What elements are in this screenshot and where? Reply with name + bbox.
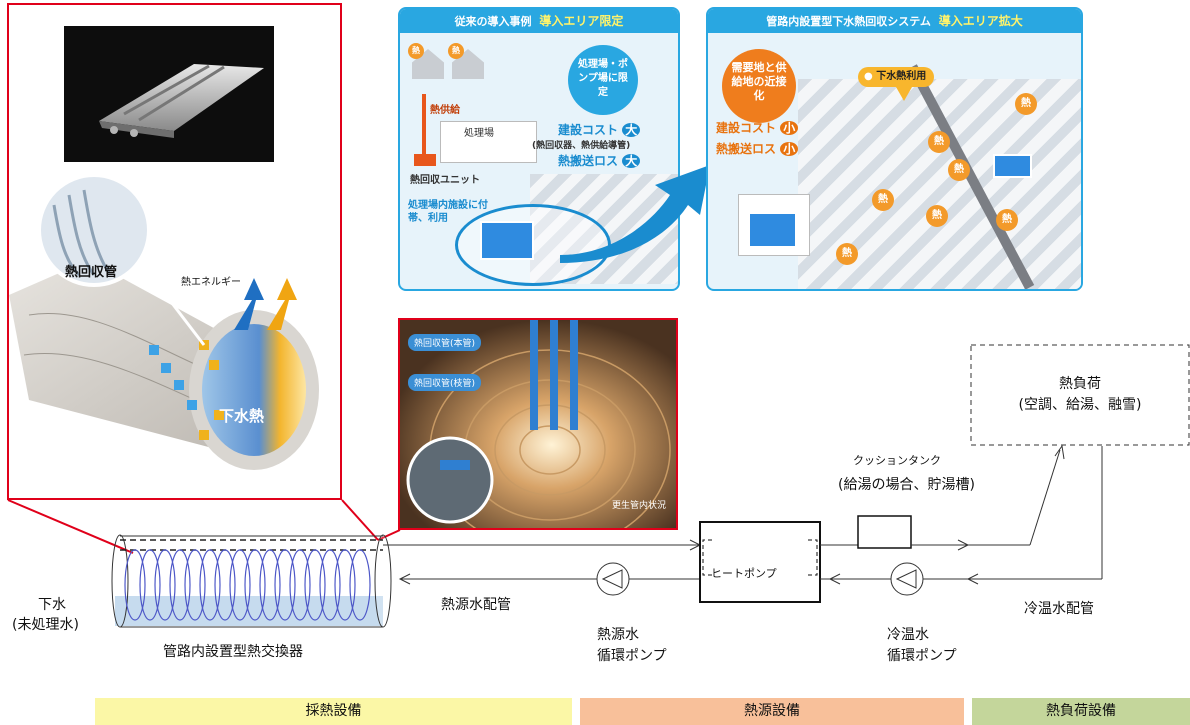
new-cost-label: 建設コスト <box>716 121 777 135</box>
pipe-heat-exchanger <box>111 534 392 628</box>
conventional-panel-title: 従来の導入事例 導入エリア限定 <box>400 9 678 33</box>
cold-pump-label-2: 循環ポンプ <box>887 648 957 664</box>
cold-pump-label-1: 冷温水 <box>887 627 929 643</box>
exchanger-label: 管路内設置型熱交換器 <box>163 644 303 660</box>
plant-label: 処理場 <box>464 128 494 139</box>
heat-pipe-callout-label: 熱回収管 <box>65 265 118 280</box>
new-title-highlight: 導入エリア拡大 <box>938 14 1023 28</box>
sewer-pipe-illustration <box>9 173 319 470</box>
cold-pipe-label: 冷温水配管 <box>1024 601 1094 617</box>
tunnel-caption: 更生管内状況 <box>612 501 667 511</box>
left-illustration-frame: 熱回収管 熱エネルギー 下水熱 <box>7 3 342 500</box>
heat-pump-label: ヒートポンプ <box>711 567 777 580</box>
lightbulb-icon: ● <box>864 71 873 82</box>
branch-pipe-photo-label: 熱回収管(枝管) <box>408 374 482 391</box>
new-loss-label: 熱搬送ロス <box>716 142 777 156</box>
conventional-title-text: 従来の導入事例 <box>454 15 532 28</box>
conventional-cost-note: (熱回収器、熱供給導管) <box>532 141 631 151</box>
new-bubble: 需要地と供給地の近接化 <box>722 49 796 123</box>
heat-badge-e: 熱 <box>872 189 894 211</box>
conventional-bubble-text: 処理場・ポンプ場に限定 <box>578 59 628 98</box>
sewage-heat-label: 下水熱 <box>219 407 265 425</box>
conventional-oval-label: 処理場内施設に付帯、利用 <box>408 200 488 224</box>
new-loss: 熱搬送ロス 小 <box>716 140 799 157</box>
source-pump-label-1: 熱源水 <box>597 627 639 643</box>
new-loss-level: 小 <box>780 142 799 156</box>
band-heat-collection: 採熱設備 <box>95 698 572 725</box>
usage-callout: ● 下水熱利用 <box>858 67 935 87</box>
usage-pointer <box>896 87 912 101</box>
heat-badge-d: 熱 <box>948 159 970 181</box>
heat-supply-label: 熱供給 <box>430 105 460 116</box>
cushion-note-label: (給湯の場合、貯湯槽) <box>838 477 975 493</box>
heat-badge-g: 熱 <box>836 243 858 265</box>
sewage-label: 下水 <box>38 597 66 613</box>
pool-graphic <box>993 154 1032 178</box>
conventional-title-highlight: 導入エリア限定 <box>539 14 624 28</box>
expansion-arrow <box>560 165 710 263</box>
conventional-loss-label: 熱搬送ロス <box>558 154 619 168</box>
cushion-tank-label: クッションタンク <box>853 454 941 467</box>
heat-badge-h: 熱 <box>996 209 1018 231</box>
source-pump-label-2: 循環ポンプ <box>597 648 667 664</box>
new-treatment-tank <box>750 214 795 246</box>
tunnel-photo-graphic <box>400 320 676 528</box>
conventional-loss-level: 大 <box>622 154 641 168</box>
heat-exchanger-profile-photo <box>64 26 274 162</box>
conventional-cost-level: 大 <box>622 123 641 137</box>
band-heat-source: 熱源設備 <box>580 698 964 725</box>
heat-recovery-unit <box>414 154 436 166</box>
band-heat-load: 熱負荷設備 <box>972 698 1190 725</box>
heat-load-sub: (空調、給湯、融雪) <box>1018 397 1142 413</box>
new-cost-level: 小 <box>780 121 799 135</box>
heat-badge-b: 熱 <box>928 131 950 153</box>
tunnel-photo-frame: 熱回収管(本管) 熱回収管(枝管) 更生管内状況 <box>398 318 678 530</box>
conventional-cost: 建設コスト 大 <box>558 121 641 138</box>
heat-badge-f: 熱 <box>926 205 948 227</box>
unit-label: 熱回収ユニット <box>410 175 480 186</box>
new-bubble-text: 需要地と供給地の近接化 <box>731 61 787 102</box>
heat-badge-a: 熱 <box>1015 93 1037 115</box>
new-cost: 建設コスト 小 <box>716 119 799 136</box>
heat-badge-2: 熱 <box>448 43 464 59</box>
conventional-loss: 熱搬送ロス 大 <box>558 152 641 169</box>
treatment-tank <box>480 221 534 260</box>
source-pipe-label: 熱源水配管 <box>441 597 511 613</box>
conventional-bubble: 処理場・ポンプ場に限定 <box>568 45 638 115</box>
main-pipe-photo-label: 熱回収管(本管) <box>408 334 482 351</box>
sewage-sub-label: (未処理水) <box>12 617 79 633</box>
heat-badge-1: 熱 <box>408 43 424 59</box>
profile-extrusion-graphic <box>99 64 264 138</box>
new-system-panel: 管路内設置型下水熱回収システム 導入エリア拡大 需要地と供給地の近接化 建設コス… <box>706 7 1083 291</box>
usage-label: 下水熱利用 <box>876 71 927 82</box>
heat-load-title: 熱負荷 <box>1059 376 1101 392</box>
new-title-text: 管路内設置型下水熱回収システム <box>766 15 931 28</box>
heat-energy-label: 熱エネルギー <box>181 277 241 288</box>
conventional-cost-label: 建設コスト <box>558 123 619 137</box>
new-panel-title: 管路内設置型下水熱回収システム 導入エリア拡大 <box>708 9 1081 33</box>
plant-building <box>440 121 537 163</box>
heat-supply-arrow <box>422 94 426 156</box>
